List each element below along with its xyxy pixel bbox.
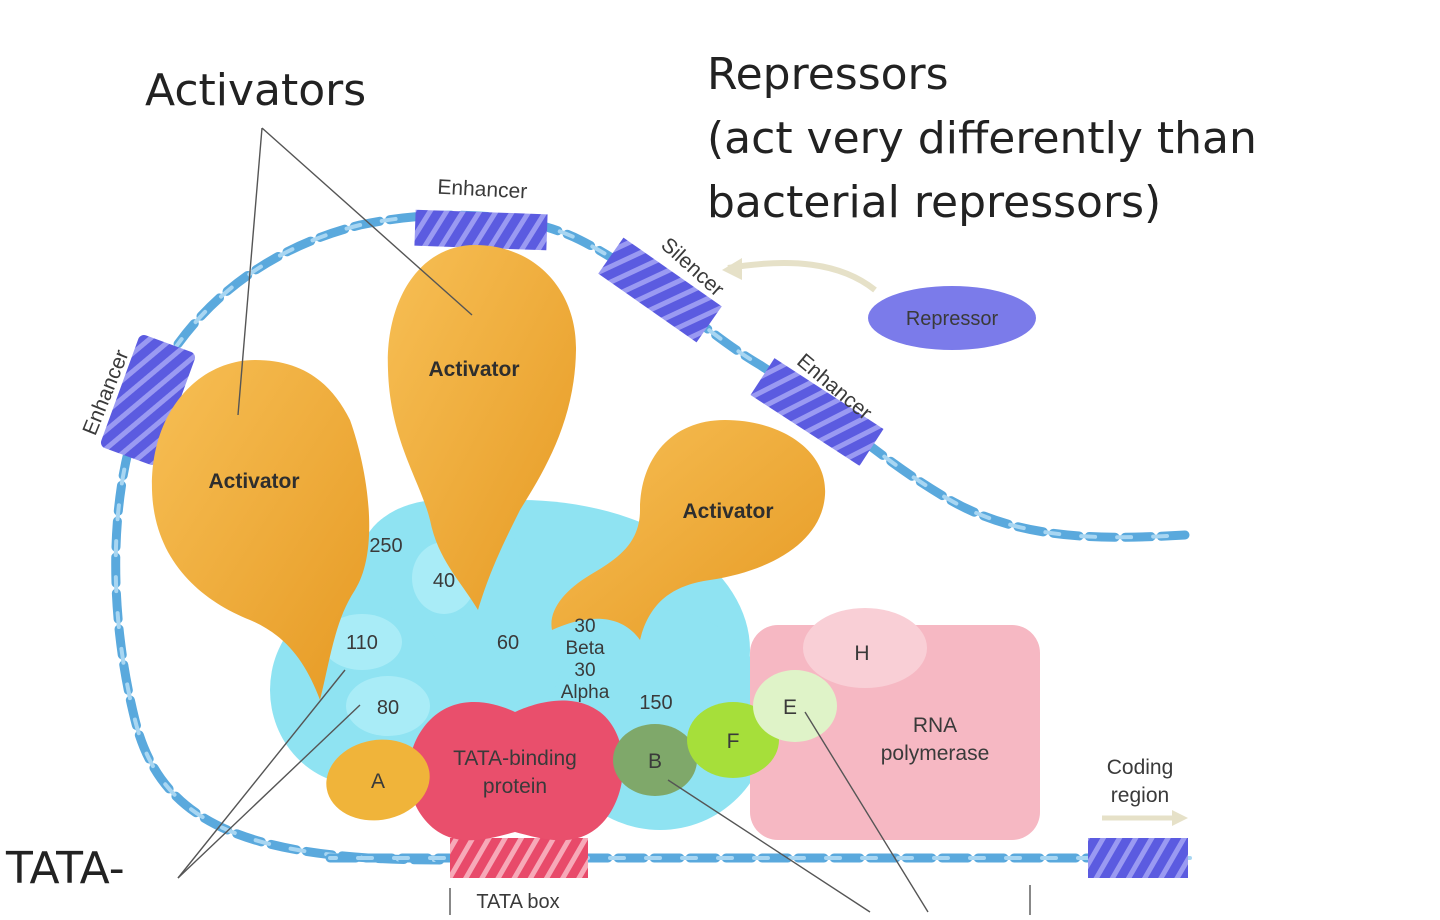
coding-region-label-line1: Coding xyxy=(1107,756,1174,779)
taf-80-label: 80 xyxy=(377,697,399,719)
tf-b-label: B xyxy=(648,750,662,773)
repressor xyxy=(868,286,1036,350)
tf-h xyxy=(803,608,927,688)
tf-a xyxy=(326,739,430,821)
repressor-arrow xyxy=(727,260,877,293)
tf-f-label: F xyxy=(727,730,740,753)
taf-30-alpha-number: 30 xyxy=(574,660,595,681)
taf-40-label: 40 xyxy=(433,570,455,592)
tf-h-label: H xyxy=(854,642,869,665)
repressors-caption-line1: Repressors xyxy=(707,49,949,100)
activator-left xyxy=(151,360,370,700)
enhancer-right-block xyxy=(750,358,884,466)
taf-alpha-label: Alpha xyxy=(561,682,610,703)
tata-binding-protein xyxy=(408,700,624,841)
taf-110-label: 110 xyxy=(346,632,378,654)
repressor-label: Repressor xyxy=(906,308,999,330)
coding-region-block xyxy=(1088,838,1188,878)
pointer-lines xyxy=(177,127,1031,915)
tf-e-label: E xyxy=(783,696,797,719)
rna-polymerase-label-line1: RNA xyxy=(913,714,957,737)
taf-110-blob xyxy=(322,614,402,670)
activator-right-label: Activator xyxy=(682,500,773,523)
tata-box-block xyxy=(450,838,588,878)
tata-box-label: TATA box xyxy=(476,891,559,913)
tf-a-label: A xyxy=(371,770,385,793)
repressors-caption-line3: bacterial repressors) xyxy=(707,177,1162,228)
activator-center-label: Activator xyxy=(428,358,519,381)
activator-center xyxy=(387,245,577,610)
taf-30-beta-number: 30 xyxy=(574,616,595,637)
enhancer-left-block xyxy=(100,335,196,465)
rna-polymerase xyxy=(750,625,1040,840)
tf-b xyxy=(613,724,697,796)
taf-150-label: 150 xyxy=(639,692,672,714)
tata-caption: TATA- xyxy=(6,843,125,894)
repressor-arrowhead xyxy=(722,258,742,280)
enhancer-top-block xyxy=(414,209,548,251)
activator-right xyxy=(551,420,826,640)
activator-left-label: Activator xyxy=(208,470,299,493)
enhancer-top-label: Enhancer xyxy=(437,176,528,204)
taf-80-blob xyxy=(346,676,430,736)
tbp-label-line2: protein xyxy=(483,775,547,798)
tf-e xyxy=(753,670,837,742)
taf-250-label: 250 xyxy=(369,535,402,557)
tbp-label-line1: TATA-binding xyxy=(453,747,577,770)
taf-60-label: 60 xyxy=(497,632,519,654)
activators-caption: Activators xyxy=(145,65,367,116)
silencer-block xyxy=(598,237,722,343)
coding-region-arrowhead xyxy=(1172,810,1188,826)
repressors-caption-line2: (act very differently than xyxy=(707,113,1257,164)
rna-polymerase-label-line2: polymerase xyxy=(881,742,990,765)
tf-f xyxy=(687,702,779,778)
taf-beta-label: Beta xyxy=(565,638,605,659)
coding-region-label-line2: region xyxy=(1111,784,1169,807)
